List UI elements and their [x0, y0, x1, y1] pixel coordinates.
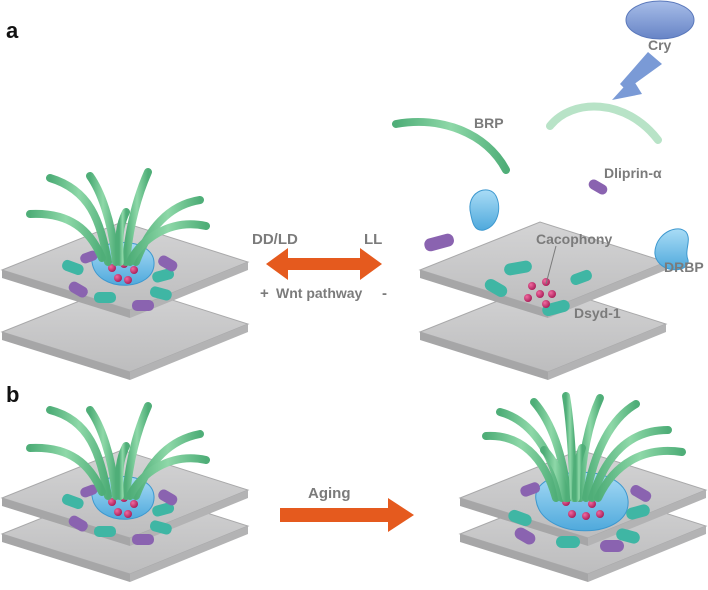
brp-filament-degraded [546, 102, 662, 144]
active-zone-b-left [26, 402, 210, 545]
panel-label-a: a [6, 18, 19, 43]
cry-protein [625, 0, 695, 40]
drbp-label: DRBP [664, 259, 704, 275]
drbp-protein [654, 228, 689, 271]
brp-filament-free [392, 117, 510, 174]
dliprin-protein [588, 179, 608, 195]
dispersed-proteins [392, 0, 695, 317]
cacophony-pointer [545, 245, 557, 285]
double-arrow [266, 248, 382, 280]
cacophony-label: Cacophony [536, 231, 613, 247]
active-zone-b-right-enlarged [482, 392, 686, 552]
wnt-minus-label: - [382, 285, 387, 302]
aging-arrow [280, 498, 414, 532]
dd-ld-label: DD/LD [252, 231, 298, 248]
wnt-pathway-label: Wnt pathway [276, 285, 363, 301]
vesicle-cluster [524, 278, 556, 308]
teal-protein [62, 259, 175, 303]
wnt-plus-label: + [260, 285, 269, 302]
cry-label: Cry [648, 37, 672, 53]
aging-label: Aging [308, 485, 351, 502]
ll-label: LL [364, 231, 383, 248]
dliprin-protein-floating [424, 233, 454, 252]
drbp-protein-floating [469, 189, 500, 231]
brp-label: BRP [474, 115, 504, 131]
membrane-stack-a-right [418, 221, 668, 380]
brp-filament-bundle [26, 168, 210, 266]
panel-label-b: b [6, 382, 20, 407]
dliprin-label: Dliprin-α [604, 165, 662, 181]
active-zone-a-left [26, 168, 210, 311]
cry-arrow [612, 52, 662, 100]
dsyd-label: Dsyd-1 [574, 305, 621, 321]
purple-protein [68, 250, 178, 311]
